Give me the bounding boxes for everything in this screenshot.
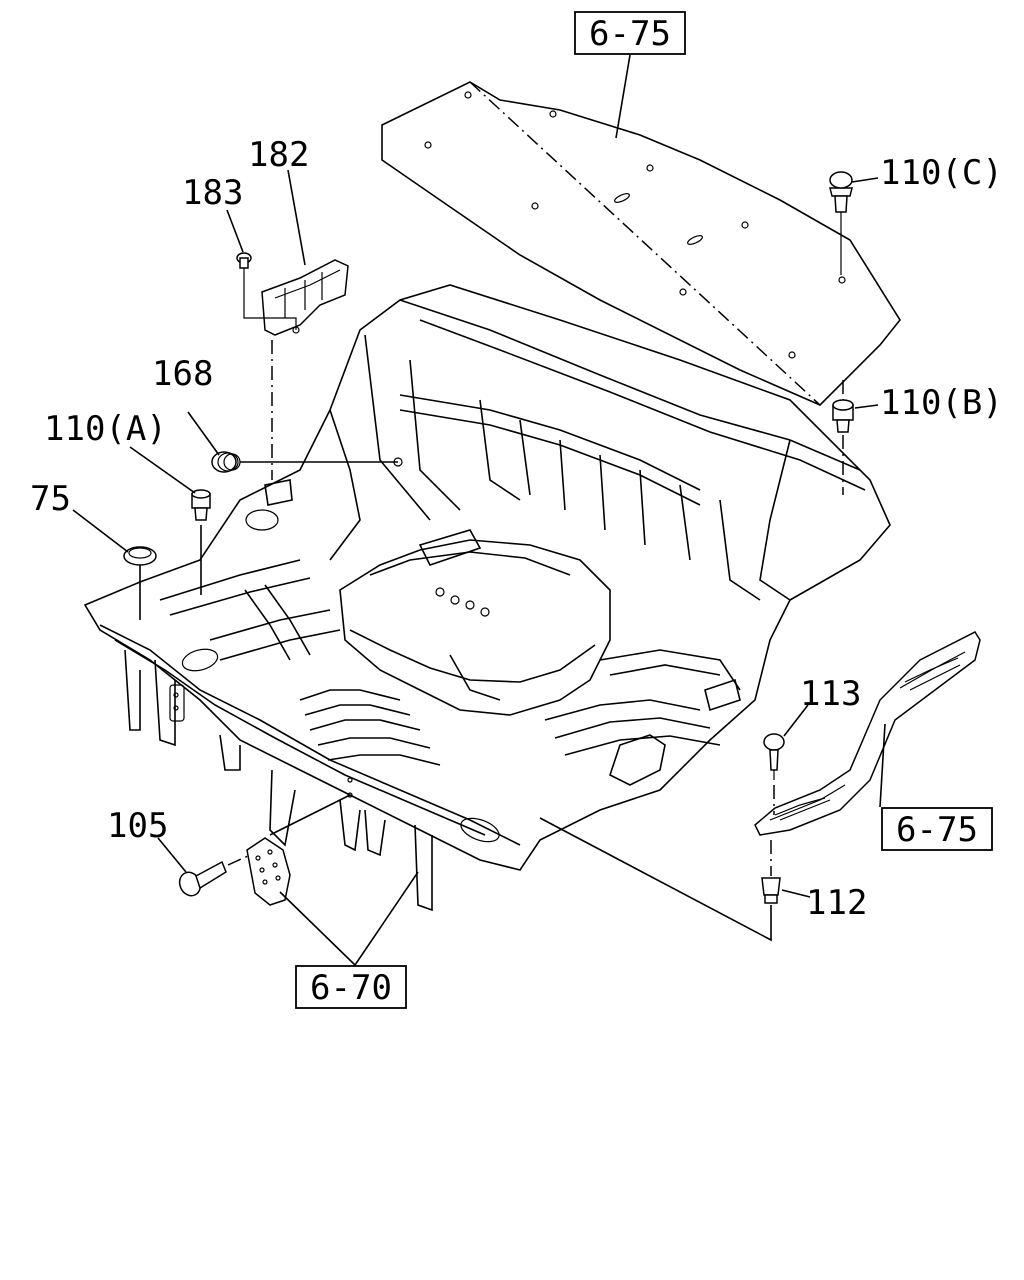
- screw-113: [763, 733, 785, 815]
- rear-floor-pan-assembly: [83, 284, 891, 912]
- bolt-183: [236, 252, 297, 330]
- reinforcement-plate: [246, 794, 351, 906]
- grommet-168: [211, 451, 403, 473]
- clip-110c: [829, 171, 853, 275]
- bracket-182: [261, 259, 349, 336]
- callout-112: 112: [806, 883, 867, 923]
- callout-183: 183: [182, 173, 243, 213]
- panel-holes: [424, 91, 846, 359]
- ref-box-bottom: [295, 965, 407, 1009]
- ref-label-top: 6-75: [589, 14, 671, 54]
- callout-168: 168: [152, 354, 213, 394]
- plug-75: [123, 546, 157, 620]
- nut-112: [539, 817, 781, 942]
- side-step-plate: [754, 631, 981, 836]
- callout-105: 105: [107, 806, 168, 846]
- ref-label-bottom: 6-70: [310, 968, 392, 1008]
- rear-floor-cover-panel: [381, 81, 901, 406]
- callout-113: 113: [800, 674, 861, 714]
- callout-110c: 110(C): [880, 153, 1003, 193]
- ref-box-right: [881, 807, 993, 851]
- leader-lines: [72, 54, 886, 966]
- callout-182: 182: [248, 135, 309, 175]
- callout-75: 75: [30, 479, 71, 519]
- ref-box-top: [574, 11, 686, 55]
- ref-label-right: 6-75: [896, 810, 978, 850]
- bolt-105: [178, 854, 251, 897]
- clip-110a: [191, 489, 211, 595]
- clip-110b: [832, 380, 854, 495]
- callout-110a: 110(A): [44, 409, 167, 449]
- callout-110b: 110(B): [880, 383, 1003, 423]
